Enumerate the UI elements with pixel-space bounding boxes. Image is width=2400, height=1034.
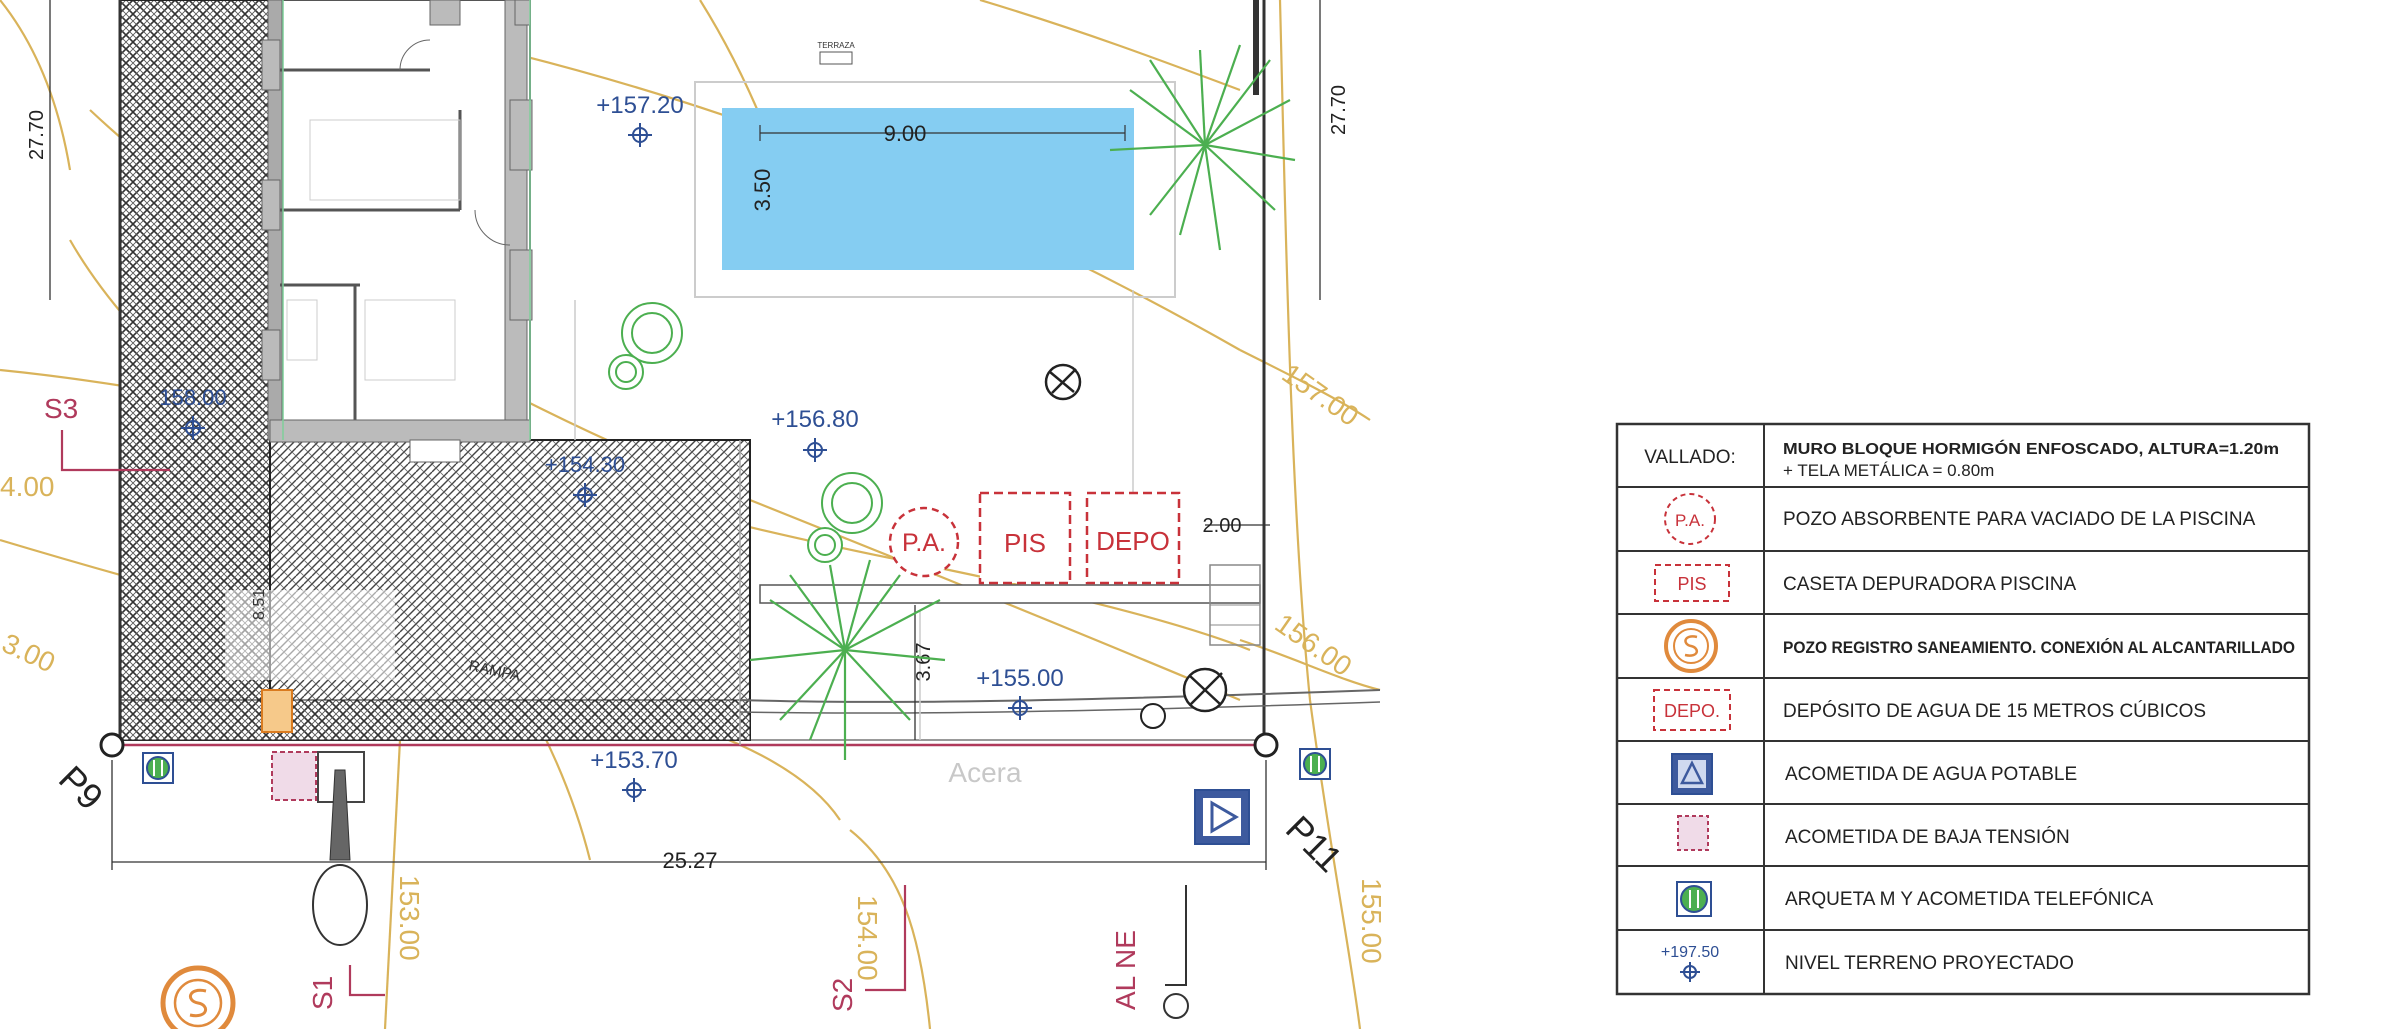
plot-right-dimension: 27.70 [1328, 85, 1350, 135]
legend-level-desc: NIVEL TERRENO PROYECTADO [1785, 953, 2074, 974]
legend-low-voltage-icon [1677, 815, 1709, 851]
legend-level-marker-icon [1680, 962, 1700, 982]
legend-absorption-well-symbol: P.A. [1675, 511, 1705, 530]
pool-pump-house-symbol: PIS [978, 491, 1072, 585]
corner-label-p9: P9 [51, 758, 111, 818]
level-label-5: 158.00 [159, 385, 226, 410]
palm-tree-upper [1109, 44, 1296, 251]
legend-table [1615, 422, 2311, 996]
legend-water-connection-icon [1671, 753, 1713, 795]
north-arrow-icon [1182, 667, 1228, 713]
level-label-1: +157.20 [596, 92, 683, 119]
legend-pump-house-desc: CASETA DEPURADORA PISCINA [1783, 574, 2076, 595]
absorption-well-symbol: P.A. [888, 506, 960, 578]
lower-gap-dimension: 3.67 [913, 643, 935, 682]
dimension-lines [49, 0, 1321, 870]
contour-label-155: 155.00 [1356, 878, 1387, 964]
drain-point-icon [1140, 703, 1166, 729]
contour-label-156: 156.00 [1270, 608, 1358, 683]
pool-length-dimension: 9.00 [884, 121, 927, 146]
pool-area: 9.00 3.50 TERRAZA [694, 41, 1176, 298]
section-label-s1: S1 [307, 976, 338, 1010]
level-label-6: +154.30 [545, 452, 625, 477]
level-label-2: +156.80 [771, 406, 858, 433]
corner-marker-p9 [99, 732, 125, 758]
contour-label-157: 157.00 [1277, 358, 1365, 433]
pool-width-dimension: 3.50 [750, 169, 775, 212]
contour-label-left-1: 4.00 [0, 471, 55, 502]
level-marker-6 [573, 483, 597, 507]
corner-label-p11: P11 [1278, 808, 1350, 880]
north-arrow-icon [1044, 363, 1082, 401]
legend-absorption-well-desc: POZO ABSORBENTE PARA VACIADO DE LA PISCI… [1783, 509, 2256, 530]
legend-vallado-label: VALLADO: [1644, 447, 1736, 468]
legend-telephone-desc: ARQUETA M Y ACOMETIDA TELEFÓNICA [1785, 888, 2153, 910]
shrub-group-lower [807, 472, 883, 563]
level-marker-4 [622, 778, 646, 802]
plot-left-dimension: 27.70 [26, 110, 48, 160]
water-tank-label: DEPO [1096, 526, 1170, 556]
paved-areas [119, 0, 751, 741]
legend-water-tank-icon: DEPO. [1653, 689, 1731, 731]
contour-label-154: 154.00 [852, 895, 883, 981]
plot-boundary [112, 0, 1381, 747]
absorption-well-label: P.A. [902, 529, 946, 557]
level-marker-3 [1008, 696, 1032, 720]
legend-vallado-line1: MURO BLOQUE HORMIGÓN ENFOSCADO, ALTURA=1… [1783, 439, 2279, 458]
legend-telephone-icon [1676, 881, 1712, 917]
legend-sewer-manhole-icon [1664, 619, 1718, 673]
ramp-dimension: 8.51 [251, 589, 268, 620]
level-marker-1 [628, 123, 652, 147]
swimming-pool [722, 108, 1134, 270]
shrub-group-upper [608, 302, 683, 390]
legend-absorption-well-icon: P.A. [1664, 493, 1716, 545]
building [261, 0, 533, 463]
pool-pump-house-label: PIS [1004, 528, 1046, 558]
legend-water-tank-symbol: DEPO. [1664, 701, 1720, 721]
sidewalk-label: Acera [948, 757, 1022, 788]
level-markers [181, 123, 1032, 802]
utility-pole-icon [312, 751, 368, 946]
contour-label-153: 153.00 [394, 875, 425, 961]
telephone-junction-box-icon [142, 752, 174, 784]
level-marker-2 [803, 438, 827, 462]
telephone-junction-box-icon [1299, 748, 1331, 780]
plot-width-dimension: 25.27 [662, 848, 717, 873]
corner-marker-p11 [1253, 732, 1279, 758]
water-tank-symbol: DEPO [1085, 491, 1181, 585]
section-label-s3: S3 [44, 393, 78, 424]
contour-label-left-2: 3.00 [0, 627, 60, 678]
section-markers [60, 430, 907, 997]
low-voltage-connection-icon [271, 751, 317, 801]
sewer-outlet-icon [261, 689, 293, 733]
level-label-3: +155.00 [976, 665, 1063, 692]
legend-level-symbol: +197.50 [1661, 944, 1719, 961]
legend-pump-house-icon: PIS [1654, 564, 1730, 602]
setback-dimension: 2.00 [1203, 515, 1242, 537]
water-connection-icon [1194, 789, 1250, 845]
elevation-label-al-ne: AL NE [1110, 930, 1141, 1010]
legend-water-connection-desc: ACOMETIDA DE AGUA POTABLE [1785, 764, 2077, 785]
terrace-label: TERRAZA [817, 41, 855, 50]
palm-tree-lower [749, 559, 946, 760]
level-label-4: +153.70 [590, 747, 677, 774]
legend-pump-house-symbol: PIS [1677, 574, 1706, 594]
legend-sewer-manhole-desc: POZO REGISTRO SANEAMIENTO. CONEXIÓN AL A… [1783, 638, 2295, 657]
sewer-manhole-icon [160, 965, 236, 1034]
legend-low-voltage-desc: ACOMETIDA DE BAJA TENSIÓN [1785, 826, 2070, 848]
section-label-s2: S2 [827, 978, 858, 1012]
legend-vallado-line2: + TELA METÁLICA = 0.80m [1783, 461, 1994, 480]
legend-water-tank-desc: DEPÓSITO DE AGUA DE 15 METROS CÚBICOS [1783, 700, 2206, 722]
level-marker-5 [181, 416, 205, 440]
